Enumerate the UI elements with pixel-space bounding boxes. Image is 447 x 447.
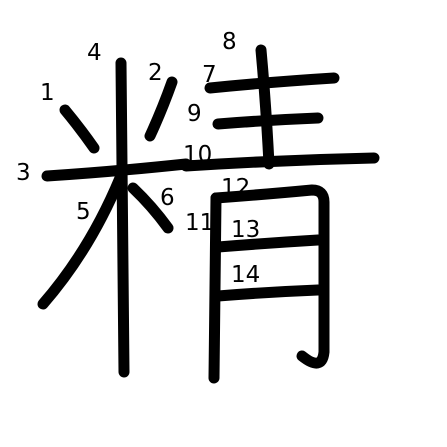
- stroke-2: [144, 76, 178, 142]
- stroke-number-1: 1: [40, 80, 55, 106]
- stroke-12: [210, 184, 330, 369]
- stroke-1: [59, 104, 100, 154]
- stroke-6: [127, 182, 174, 234]
- stroke-9: [212, 112, 324, 130]
- stroke-13: [212, 234, 324, 253]
- stroke-number-10: 10: [183, 142, 212, 168]
- stroke-3: [41, 158, 192, 182]
- stroke-number-13: 13: [231, 217, 260, 243]
- stroke-number-11: 11: [185, 210, 214, 236]
- stroke-number-4: 4: [87, 40, 102, 66]
- stroke-7: [204, 72, 340, 94]
- stroke-14: [212, 284, 324, 302]
- stroke-10: [180, 152, 380, 172]
- stroke-5: [37, 172, 126, 310]
- stroke-number-6: 6: [160, 185, 175, 211]
- stroke-number-3: 3: [16, 160, 31, 186]
- stroke-number-7: 7: [202, 62, 217, 88]
- stroke-number-14: 14: [231, 262, 260, 288]
- stroke-number-8: 8: [222, 29, 237, 55]
- stroke-number-12: 12: [221, 175, 250, 201]
- stroke-4: [115, 57, 130, 378]
- stroke-number-5: 5: [76, 199, 91, 225]
- stroke-11: [208, 192, 222, 384]
- stroke-number-2: 2: [148, 60, 163, 86]
- stroke-8: [255, 44, 275, 170]
- stroke-number-9: 9: [187, 101, 202, 127]
